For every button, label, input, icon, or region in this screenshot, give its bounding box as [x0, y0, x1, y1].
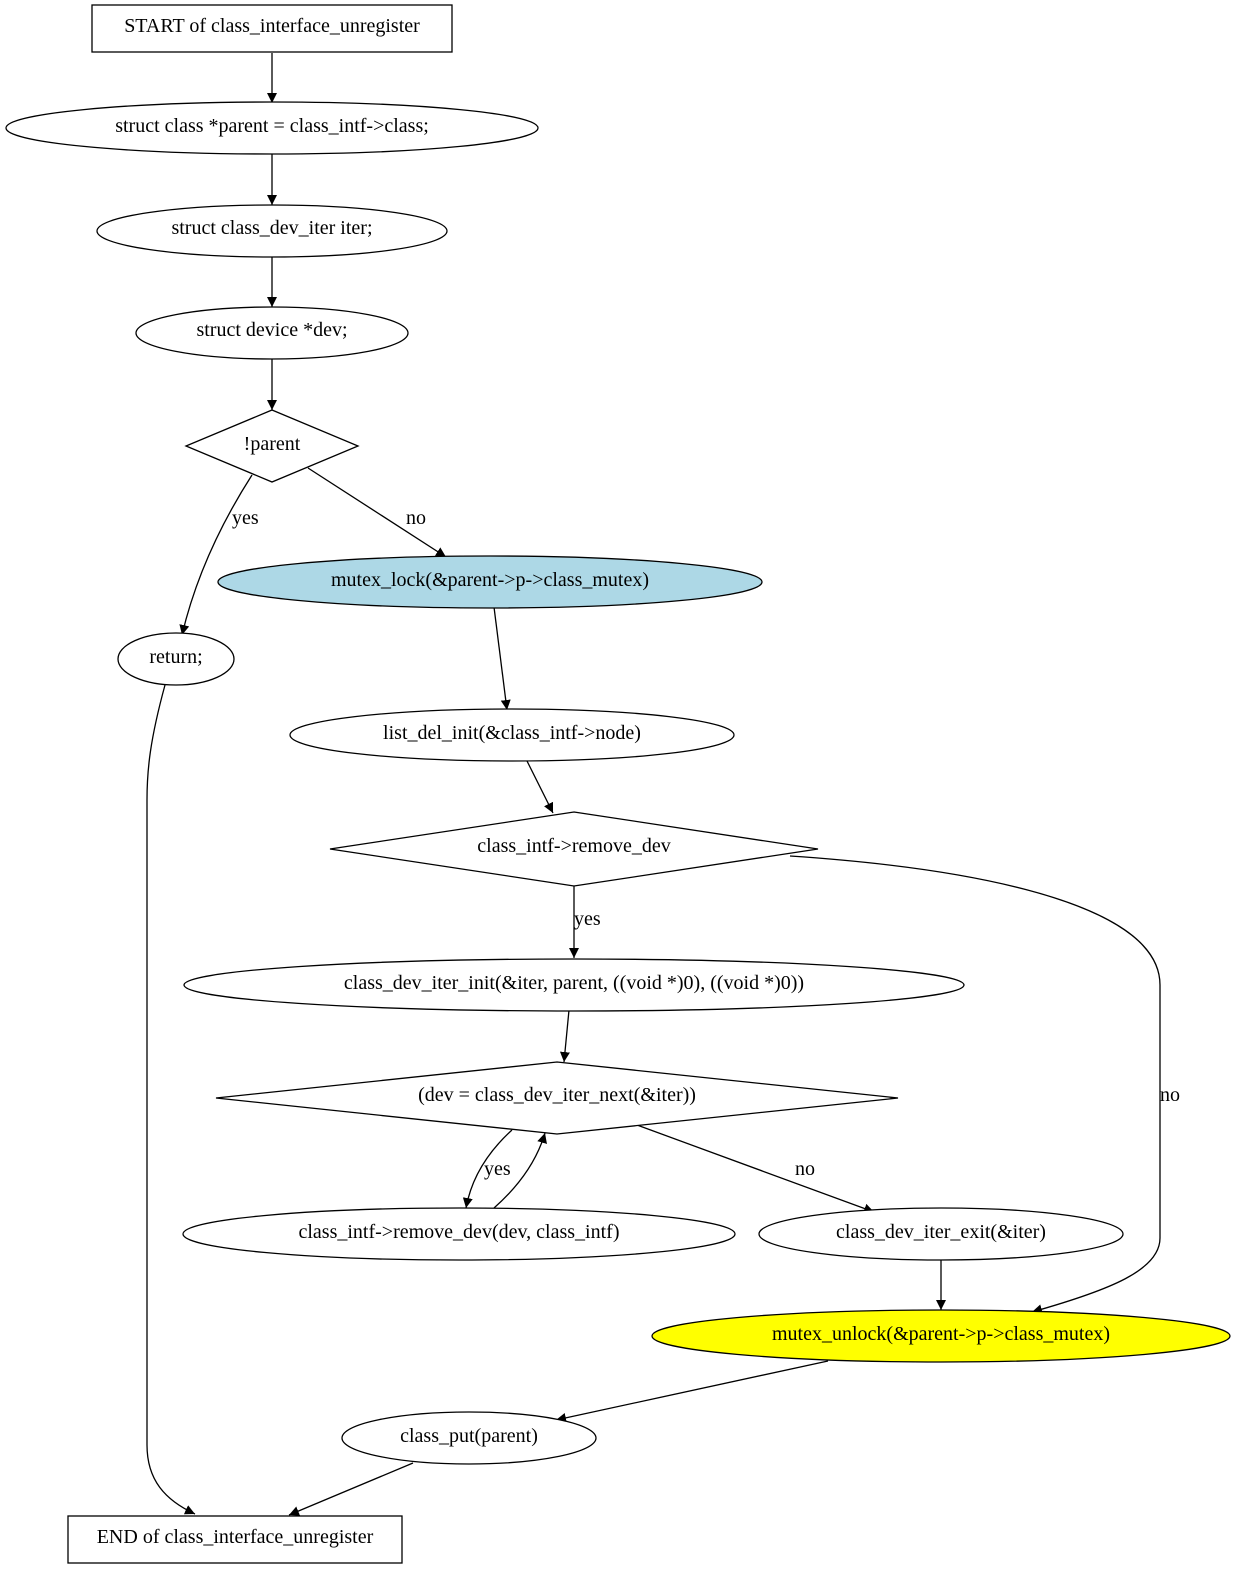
edge-label-remove-yes: yes — [574, 908, 601, 930]
iter-init-node: class_dev_iter_init(&iter, parent, ((voi… — [183, 958, 965, 1012]
edge-next-check-no — [636, 1124, 875, 1214]
iter-next-check-decision: (dev = class_dev_iter_next(&iter)) — [215, 1061, 899, 1135]
edge-label-remove-no: no — [1160, 1084, 1180, 1106]
end-node: END of class_interface_unregister — [67, 1515, 403, 1564]
edge-iterinit-to-next-check — [559, 1009, 570, 1063]
edge-label-next-yes: yes — [484, 1158, 511, 1180]
edge-lock-to-listdel — [493, 606, 511, 711]
start-node-label: START of class_interface_unregister — [124, 15, 420, 37]
list-del-label: list_del_init(&class_intf->node) — [383, 722, 641, 744]
iter-init-label: class_dev_iter_init(&iter, parent, ((voi… — [344, 972, 804, 994]
nodes: START of class_interface_unregister stru… — [5, 4, 1231, 1564]
mutex-lock-label: mutex_lock(&parent->p->class_mutex) — [331, 569, 649, 591]
edge-label-parent-no: no — [406, 507, 426, 529]
start-node: START of class_interface_unregister — [91, 4, 453, 53]
remove-dev-call-node: class_intf->remove_dev(dev, class_intf) — [182, 1207, 736, 1261]
class-put-label: class_put(parent) — [400, 1425, 538, 1447]
mutex-unlock-label: mutex_unlock(&parent->p->class_mutex) — [772, 1323, 1110, 1345]
edge-parent-check-yes — [179, 474, 253, 636]
return-node: return; — [117, 632, 235, 686]
parent-check-label: !parent — [244, 433, 301, 455]
edge-put-to-end — [288, 1462, 414, 1516]
edges — [146, 53, 1161, 1516]
mutex-unlock-shape — [651, 1309, 1231, 1363]
iter-next-check-label: (dev = class_dev_iter_next(&iter)) — [418, 1084, 696, 1106]
edge-next-check-yes — [462, 1129, 513, 1209]
edge-unlock-to-put — [555, 1360, 829, 1423]
edge-labels: yes no yes no yes no — [232, 507, 1180, 1180]
edge-label-next-no: no — [795, 1158, 815, 1180]
list-del-node: list_del_init(&class_intf->node) — [289, 708, 735, 762]
parent-check-decision: !parent — [184, 409, 360, 483]
iter-decl-label: struct class_dev_iter iter; — [171, 217, 372, 239]
remove-dev-check-decision: class_intf->remove_dev — [329, 811, 819, 887]
edge-listdel-to-remove-check — [526, 760, 554, 814]
edge-removedev-back-to-next-check — [493, 1132, 547, 1209]
iter-exit-label: class_dev_iter_exit(&iter) — [836, 1221, 1046, 1243]
iter-decl-node: struct class_dev_iter iter; — [96, 204, 448, 258]
edge-label-parent-yes: yes — [232, 507, 259, 529]
return-label: return; — [149, 646, 202, 668]
dev-decl-node: struct device *dev; — [135, 306, 409, 360]
edge-return-to-end — [146, 684, 196, 1515]
iter-exit-node: class_dev_iter_exit(&iter) — [758, 1207, 1124, 1261]
mutex-lock-shape — [217, 555, 763, 609]
mutex-lock-node: mutex_lock(&parent->p->class_mutex) — [217, 555, 763, 609]
dev-decl-label: struct device *dev; — [196, 319, 347, 341]
parent-decl-node: struct class *parent = class_intf->class… — [5, 101, 539, 155]
mutex-unlock-node: mutex_unlock(&parent->p->class_mutex) — [651, 1309, 1231, 1363]
end-node-label: END of class_interface_unregister — [97, 1526, 374, 1548]
edge-parent-check-no — [307, 467, 447, 558]
edge-remove-check-no — [789, 855, 1161, 1315]
parent-decl-label: struct class *parent = class_intf->class… — [115, 115, 429, 137]
remove-dev-call-label: class_intf->remove_dev(dev, class_intf) — [299, 1221, 620, 1243]
remove-dev-check-label: class_intf->remove_dev — [477, 835, 670, 857]
class-put-node: class_put(parent) — [341, 1411, 597, 1465]
